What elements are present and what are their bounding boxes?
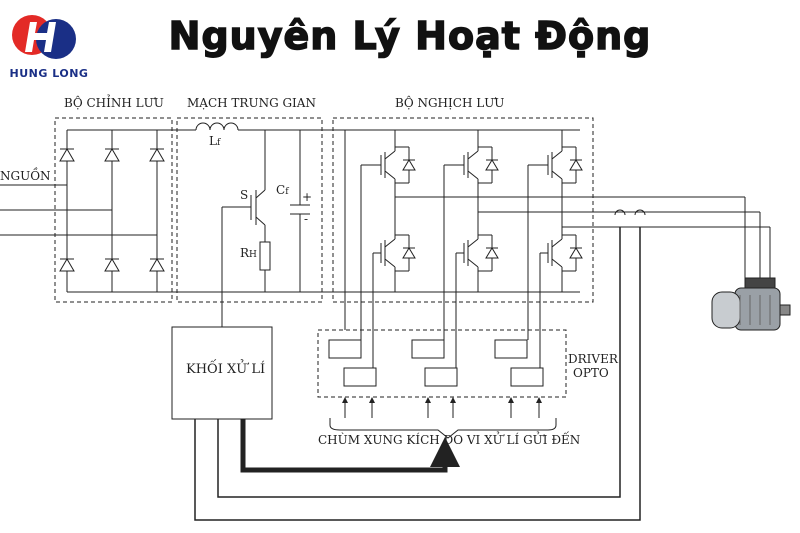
igbt-icon <box>380 231 416 275</box>
opto-driver-block <box>328 339 362 359</box>
inverter-box <box>332 117 594 303</box>
capacitor-label: Cf <box>276 183 289 197</box>
capacitor-plus: + <box>302 190 313 204</box>
motor <box>711 277 791 331</box>
logo-text: HUNG LONG <box>9 67 89 80</box>
diode-icon <box>149 258 165 272</box>
driver-box <box>317 329 567 398</box>
capacitor-minus: - <box>304 212 309 226</box>
pulses-label: CHÙM XUNG KÍCH DO VI XỬ LÍ GỬI ĐẾN <box>318 433 581 447</box>
logo-mark <box>12 15 76 59</box>
opto-driver-block <box>424 367 458 387</box>
diode-icon <box>59 148 75 162</box>
igbt-icon <box>380 143 416 187</box>
diode-icon <box>104 148 120 162</box>
page-title: Nguyên Lý Hoạt Động <box>168 13 652 59</box>
processor-label: KHỐI XỬ LÍ <box>186 362 266 377</box>
inductor-label: Lf <box>209 134 221 148</box>
driver-label-line2: OPTO <box>573 366 609 380</box>
rectifier-box <box>54 117 173 303</box>
igbt-icon <box>547 231 583 275</box>
opto-driver-block <box>510 367 544 387</box>
switch-label: S <box>240 188 249 202</box>
inverter-label: BỘ NGHỊCH LƯU <box>395 96 505 110</box>
dc-link-label: MẠCH TRUNG GIAN <box>187 96 316 110</box>
rectifier-label: BỘ CHỈNH LƯU <box>64 96 164 110</box>
diode-icon <box>149 148 165 162</box>
diode-icon <box>104 258 120 272</box>
igbt-icon <box>463 143 499 187</box>
igbt-icon <box>463 231 499 275</box>
diode-icon <box>59 258 75 272</box>
opto-driver-block <box>343 367 377 387</box>
opto-driver-block <box>494 339 528 359</box>
processor-box <box>171 326 273 420</box>
driver-label-line1: DRIVER <box>568 352 618 366</box>
dc-link-box <box>176 117 323 303</box>
igbt-icon <box>547 143 583 187</box>
resistor-label: RH <box>240 246 257 260</box>
source-label: NGUỒN <box>0 169 51 183</box>
opto-driver-block <box>411 339 445 359</box>
